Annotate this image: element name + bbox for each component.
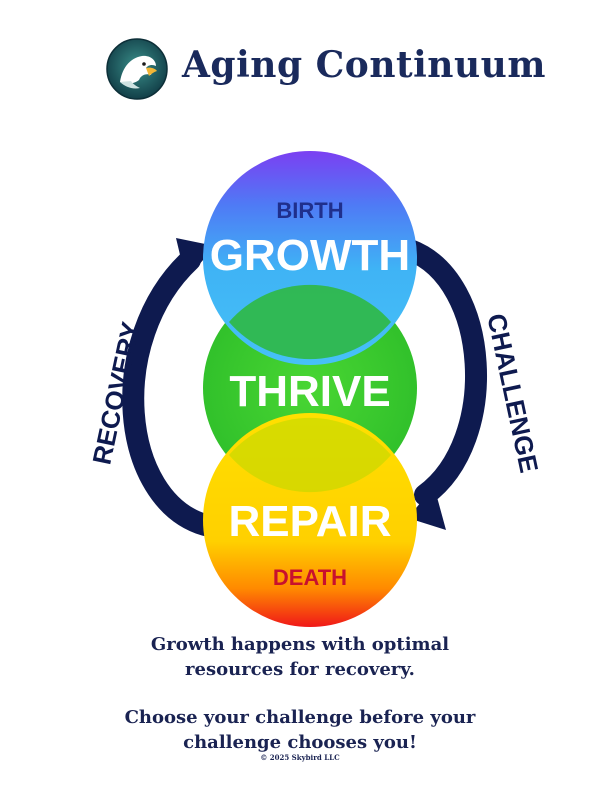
death-label: DEATH <box>273 565 347 590</box>
caption-line-4: challenge chooses you! <box>183 732 417 753</box>
caption-line-1: Growth happens with optimal <box>150 634 450 655</box>
challenge-arrow <box>399 239 487 506</box>
challenge-label: CHALLENGE <box>481 311 544 475</box>
growth-thrive-overlap <box>229 284 391 360</box>
thrive-repair-overlap <box>229 417 391 493</box>
caption-line-2: resources for recovery. <box>185 659 415 680</box>
birth-label: BIRTH <box>276 198 343 223</box>
copyright-notice: © 2025 Skybird LLC <box>260 753 340 762</box>
challenge-arrowhead <box>408 486 446 530</box>
recovery-arrow <box>122 249 216 536</box>
caption-line-3: Choose your challenge before your <box>124 707 476 728</box>
header: Aging Continuum <box>0 30 600 110</box>
eagle-head-icon <box>106 38 168 100</box>
thrive-label: THRIVE <box>229 367 390 416</box>
repair-label: REPAIR <box>229 497 392 546</box>
caption-growth: Growth happens with optimal resources fo… <box>0 632 600 682</box>
caption-challenge: Choose your challenge before your challe… <box>0 705 600 755</box>
growth-label: GROWTH <box>210 231 410 280</box>
aging-continuum-diagram: BIRTH GROWTH THRIVE REPAIR DEATH RECOVER… <box>86 151 544 627</box>
brand-title: Aging Continuum <box>182 44 546 86</box>
